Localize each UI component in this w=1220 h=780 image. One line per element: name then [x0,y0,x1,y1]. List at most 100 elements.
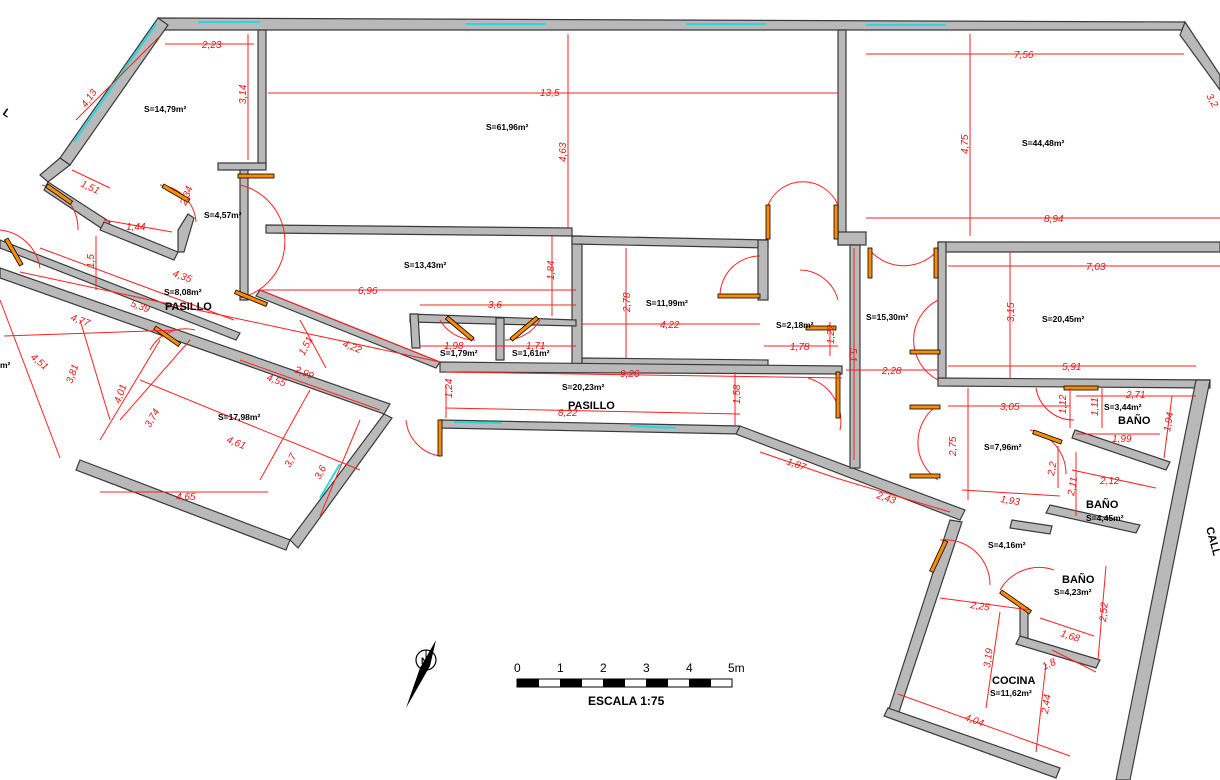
dim-label: 4,63 [558,142,569,162]
room-name: COCINA [992,675,1035,687]
dim-label: 2,28 [881,366,902,377]
north-arrow-icon: N [406,640,437,708]
dim-label: 5,1 [847,348,858,362]
dim-label: 2,25 [969,600,991,614]
dim-label: 4,04 [963,712,985,729]
room-area: S=44,48m² [1022,138,1064,148]
dim-label: 4,65 [176,492,196,503]
room-area: S=15,30m² [866,312,908,322]
dim-label: 1,94 [1162,411,1176,433]
dim-label: 1,5 [86,254,97,268]
dim-label: 1,98 [444,341,464,352]
room-name: BAÑO [1062,573,1095,586]
room-area: S=11,99m² [646,298,688,308]
dim-label: 3,74 [143,407,162,430]
scale-tick: 5m [728,661,745,675]
dim-label: 2,2 [1046,460,1059,477]
room-area: S=1,61m² [512,348,550,358]
dim-label: 9,26 [620,369,640,380]
dim-label: 2,75 [948,436,959,457]
dim-label: 1,12 [1058,394,1069,414]
dim-label: 4,35 [171,268,193,285]
room-area: S=13,43m² [404,260,446,270]
dim-label: 2,44 [1040,693,1054,715]
scale-tick: 0 [514,661,521,675]
scale-tick: 3 [643,661,650,675]
room-area: S=7,96m² [984,442,1022,452]
room-name: PASILLO [568,400,615,412]
room-name: BAÑO [1118,414,1151,427]
dim-label: 1,71 [526,341,545,352]
dim-label: 3,05 [1000,402,1020,413]
dim-label: 1,11 [1090,397,1101,416]
scale-tick: 2 [600,661,607,675]
dim-label: 13,5 [540,88,560,99]
windows [73,21,946,499]
dim-label: 2,34 [178,185,195,208]
dim-label: 1,24 [444,378,455,398]
dim-label: 6,96 [358,286,378,297]
dim-label: 1,22 [826,324,837,344]
dim-label: 4,22 [660,320,680,331]
doors [0,173,1099,615]
room-area: S=3,44m² [1104,402,1142,412]
dim-label: 7,56 [1014,50,1034,61]
dimension-lines [0,34,1220,757]
room-area: S=4,45m² [1086,513,1124,523]
north-letter: N [421,656,428,666]
room-area: S=14,79m² [144,104,186,114]
dim-label: 8,22 [558,408,578,419]
dim-label: 3,6 [488,300,502,311]
dim-label: 3,19 [982,647,996,668]
room-name: BAÑO [1086,498,1119,511]
room-area: S=20,45m² [1042,314,1084,324]
room-area: S=2,18m² [776,320,814,330]
dim-label: 2,11 [1066,476,1080,497]
partial-room-area: m² [0,360,11,370]
room-area: S=11,62m² [990,688,1032,698]
dim-label: 1,8 [1041,657,1059,673]
room-area: S=4,23m² [1054,587,1092,597]
scale-bar: 0 1 2 3 4 5m ESCALA 1:75 [514,661,745,708]
room-area: S=17,98m² [218,412,260,422]
room-labels: S=14,79m² S=61,96m² S=44,48m² S=4,57m² S… [0,104,1220,698]
dim-label: 1,93 [999,494,1021,508]
dim-label: 3,81 [64,363,81,385]
dim-label: 2,23 [201,40,222,51]
dim-label: 1,58 [732,384,743,404]
dim-label: 4,01 [112,383,129,405]
dim-label: 4,77 [69,312,91,329]
dim-label: 3,14 [238,84,249,104]
room-name: PASILLO [165,301,212,313]
scale-label: ESCALA 1:75 [588,694,665,708]
dim-label: 4,75 [960,134,971,154]
room-area: S=20,23m² [562,382,604,392]
dim-label: 5,91 [1062,362,1081,373]
room-area: S=4,16m² [988,540,1026,550]
dim-label: 1,51 [79,179,101,197]
room-area: S=61,96m² [486,122,528,132]
dim-label: 3,15 [1006,302,1017,322]
dim-label: 1,51 [297,335,316,357]
room-area: S=4,57m² [204,210,242,220]
dim-label: 7,03 [1086,262,1106,273]
dim-label: 1,99 [1112,434,1132,445]
scale-tick: 4 [686,661,693,675]
room-area: S=8,08m² [164,287,202,297]
room-area: S=1,79m² [440,348,478,358]
dim-label: 4,51 [28,352,50,373]
walls [0,17,1220,780]
dim-label: 4,22 [341,339,364,357]
dim-label: 1,84 [546,260,557,280]
dim-label: 2,52 [1098,601,1111,623]
dim-label: 2,12 [1099,476,1120,487]
dim-label: 8,94 [1044,214,1064,225]
dim-label: 1,44 [126,222,146,233]
scale-tick: 1 [557,661,564,675]
partial-dim-label: 3,2 [1203,92,1220,110]
partial-street-label: L [0,107,13,121]
dim-label: 2,71 [1125,390,1145,401]
dim-label: 2,78 [622,292,633,313]
dim-label: 1,78 [790,342,810,353]
